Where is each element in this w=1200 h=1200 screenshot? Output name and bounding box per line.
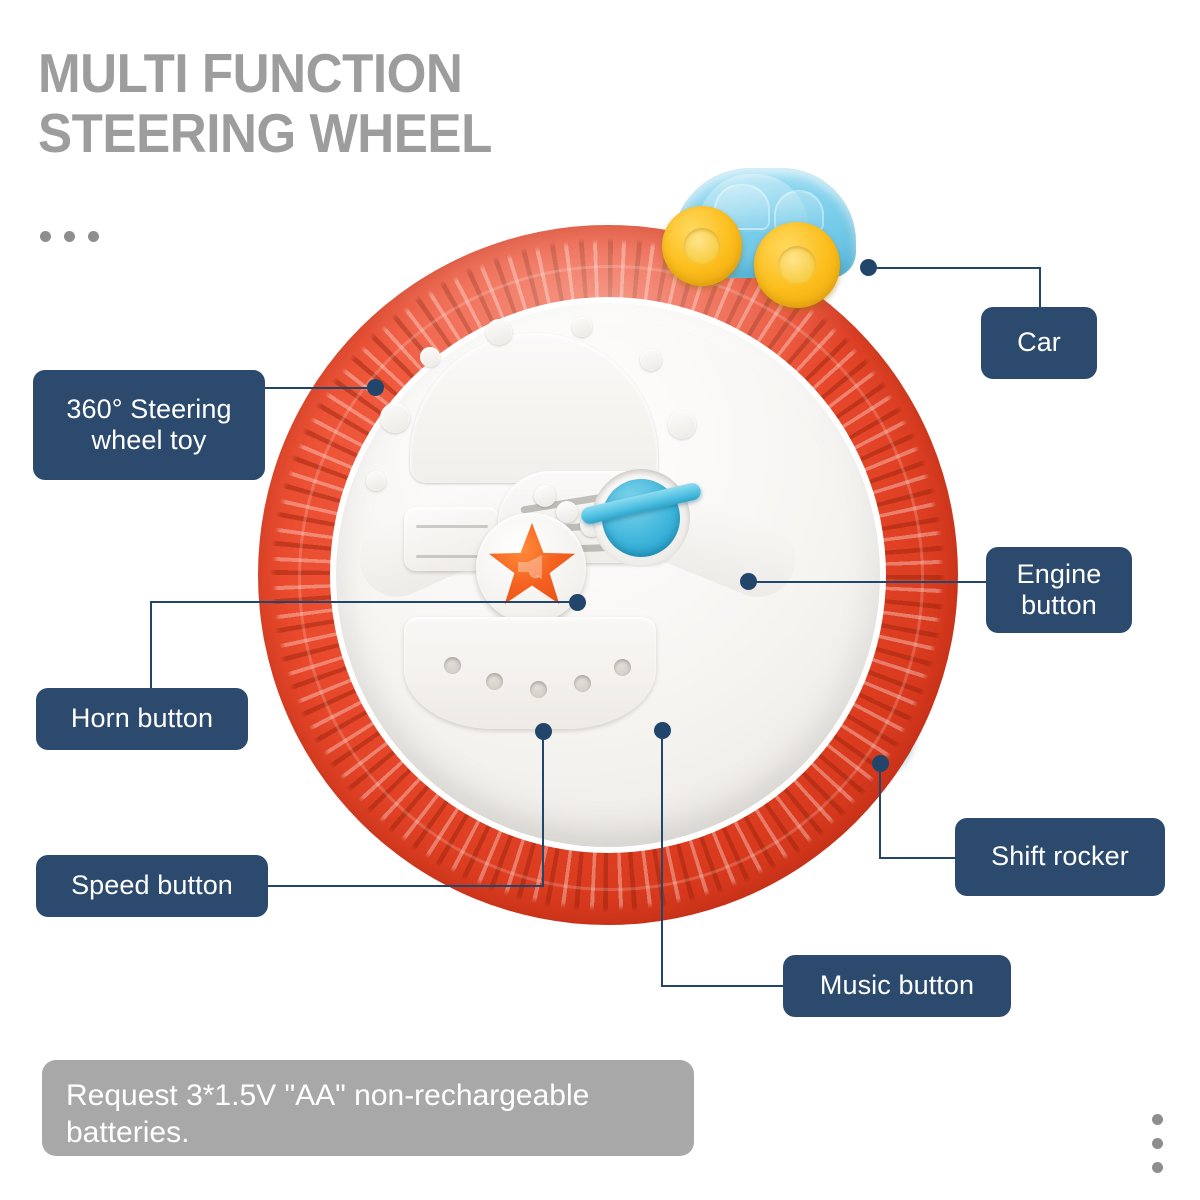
dot-icon <box>1152 1138 1163 1149</box>
car-wheel-icon <box>662 206 742 286</box>
callout-line-shift-h <box>879 857 957 859</box>
decorative-dots-vertical <box>1152 1114 1163 1173</box>
callout-line-car-h <box>868 267 1040 269</box>
toy-car-icon <box>658 160 868 325</box>
decorative-dots-horizontal <box>40 231 99 242</box>
callout-line-shift-v <box>879 763 881 859</box>
callout-line-music-v <box>661 730 663 987</box>
callout-dot-music <box>654 722 671 739</box>
callout-line-speed-v <box>542 731 544 886</box>
callout-line-horn-h <box>150 601 578 603</box>
bump-icon <box>640 349 662 371</box>
callout-label-car[interactable]: Car <box>981 307 1097 379</box>
bump-icon <box>366 471 386 491</box>
callout-label-steering[interactable]: 360° Steering wheel toy <box>33 370 265 480</box>
music-note-icon <box>534 485 556 507</box>
callout-line-engine <box>748 581 986 583</box>
dot-icon <box>1152 1114 1163 1125</box>
dot-icon <box>64 231 75 242</box>
dot-icon <box>88 231 99 242</box>
speaker-hole <box>486 673 503 690</box>
bottom-speaker-panel <box>404 617 656 729</box>
bump-icon <box>572 317 592 337</box>
rim-inner-ridge <box>298 265 924 891</box>
callout-dot-steering <box>367 379 384 396</box>
callout-line-car-v <box>1039 267 1041 307</box>
car-wheel-icon <box>754 222 840 308</box>
callout-dot-car <box>860 259 877 276</box>
callout-dot-engine <box>740 573 757 590</box>
music-note-icon <box>556 501 578 523</box>
display-line <box>416 555 488 558</box>
bump-icon <box>420 347 440 367</box>
callout-line-horn-v <box>150 601 152 691</box>
callout-label-engine[interactable]: Engine button <box>986 547 1132 633</box>
dot-icon <box>1152 1162 1163 1173</box>
callout-label-speed[interactable]: Speed button <box>36 855 268 917</box>
product-photo <box>258 168 958 925</box>
callout-label-shift[interactable]: Shift rocker <box>955 818 1165 896</box>
bump-icon <box>380 403 410 433</box>
dot-icon <box>40 231 51 242</box>
callout-label-music[interactable]: Music button <box>783 955 1011 1017</box>
megaphone-icon <box>518 555 542 579</box>
battery-note: Request 3*1.5V "AA" non-rechargeable bat… <box>42 1060 694 1156</box>
page-title: MULTI FUNCTION STEERING WHEEL <box>38 42 492 164</box>
display-line <box>416 525 488 528</box>
callout-dot-shift <box>872 755 889 772</box>
bump-icon <box>668 411 696 439</box>
speaker-hole <box>530 681 547 698</box>
speaker-hole <box>614 659 631 676</box>
callout-line-music-h <box>661 985 784 987</box>
callout-dot-horn <box>569 594 586 611</box>
bump-icon <box>486 319 512 345</box>
car-window <box>714 184 770 230</box>
callout-label-horn[interactable]: Horn button <box>36 688 248 750</box>
speaker-hole <box>444 657 461 674</box>
callout-dot-speed <box>535 723 552 740</box>
callout-line-steering <box>265 387 377 389</box>
speaker-hole <box>574 675 591 692</box>
callout-line-speed-h <box>266 885 544 887</box>
